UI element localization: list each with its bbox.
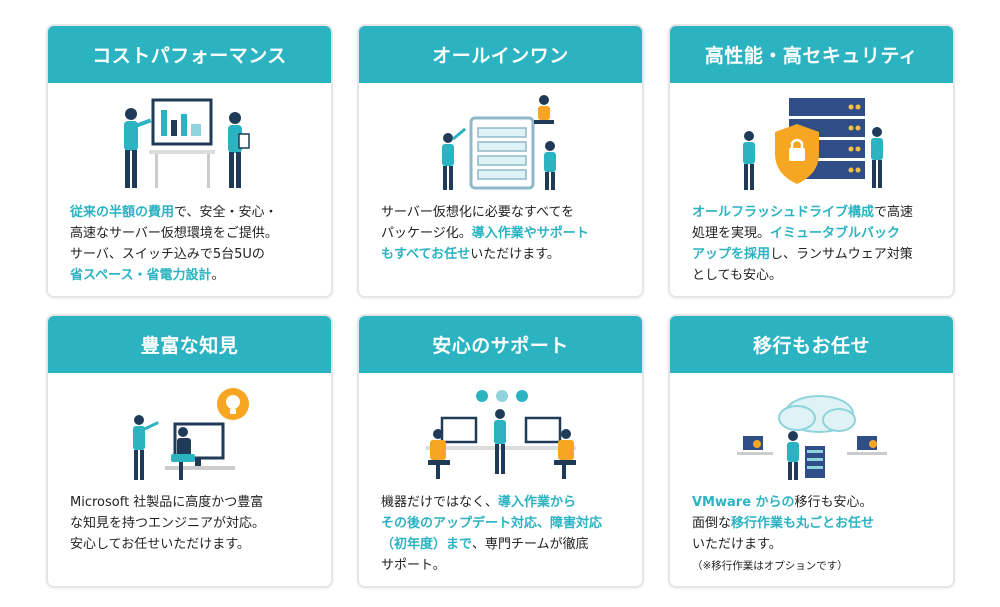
body-text: 面倒な: [692, 516, 732, 531]
card-cost-performance: コストパフォーマンス 従来の半額の費用で、安全・安心・高速なサーバー仮想環境をご…: [46, 24, 333, 298]
body-text: 、専門チームが徹底: [472, 537, 589, 552]
support-team-illustration: [359, 382, 642, 490]
highlight-text: （初年度）まで: [381, 537, 473, 552]
body-text: し、ランサムウェア対策: [770, 247, 913, 262]
body-text: いただけます。: [470, 247, 560, 262]
highlight-text: VMware からの: [692, 495, 795, 510]
body-text: 処理を実現。: [692, 226, 771, 241]
highlight-text: 導入作業やサポート: [471, 226, 589, 241]
body-text: いただけます。: [692, 537, 782, 552]
body-text: Microsoft 社製品に高度かつ豊富: [70, 495, 264, 510]
highlight-text: その後のアップデート対応、障害対応: [381, 516, 603, 531]
engineer-idea-illustration: [48, 382, 331, 490]
card-high-performance-security: 高性能・高セキュリティ オールフラッシュド: [668, 24, 955, 298]
body-text: パッケージ化。: [381, 226, 472, 241]
highlight-text: 移行作業も丸ごとお任せ: [731, 516, 875, 531]
body-text: で高速: [874, 205, 914, 220]
server-shield-illustration: [670, 92, 953, 200]
card-title: 移行もお任せ: [670, 316, 953, 373]
highlight-text: アップを採用: [692, 247, 771, 262]
body-text: な知見を持つエンジニアが対応。: [70, 516, 266, 531]
highlight-text: 省スペース・省電力設計: [70, 268, 212, 283]
card-title: コストパフォーマンス: [48, 26, 331, 83]
card-title: 高性能・高セキュリティ: [670, 26, 953, 83]
card-title: 安心のサポート: [359, 316, 642, 373]
card-support: 安心のサポート 機器だけではなく、導入作業からその後のアップデート対応、障害対応…: [357, 314, 644, 588]
card-all-in-one: オールインワン サーバー仮想化に必要なすべてをパッケージ化。導入作業やサポートも…: [357, 24, 644, 298]
card-description: 機器だけではなく、導入作業からその後のアップデート対応、障害対応 （初年度）まで、…: [381, 492, 628, 576]
body-text: サポート。: [381, 558, 446, 573]
highlight-text: もすべてお任せ: [381, 247, 471, 262]
card-description: サーバー仮想化に必要なすべてをパッケージ化。導入作業やサポートもすべてお任せいた…: [381, 202, 628, 265]
body-text: 機器だけではなく、: [381, 495, 499, 510]
highlight-text: イミュータブルバック: [770, 226, 901, 241]
card-description: VMware からの移行も安心。面倒な移行作業も丸ごとお任せいただけます。 （※移…: [692, 492, 939, 576]
highlight-text: 従来の半額の費用: [70, 205, 175, 220]
cloud-migration-illustration: [670, 382, 953, 490]
highlight-text: 導入作業から: [498, 495, 577, 510]
body-text: 安心してお任せいただけます。: [70, 537, 250, 552]
body-text: サーバ、スイッチ込みで5台5Uの: [70, 247, 265, 262]
card-description: オールフラッシュドライブ構成で高速処理を実現。イミュータブルバックアップを採用し…: [692, 202, 939, 286]
card-description: 従来の半額の費用で、安全・安心・高速なサーバー仮想環境をご提供。サーバ、スイッチ…: [70, 202, 317, 286]
highlight-text: オールフラッシュドライブ構成: [692, 205, 875, 220]
body-text: 移行も安心。: [794, 495, 873, 510]
card-title: 豊富な知見: [48, 316, 331, 373]
body-text: サーバー仮想化に必要なすべてを: [381, 205, 575, 220]
card-description: Microsoft 社製品に高度かつ豊富な知見を持つエンジニアが対応。安心してお…: [70, 492, 317, 555]
body-text: 高速なサーバー仮想環境をご提供。: [70, 226, 278, 241]
presentation-illustration: [48, 92, 331, 200]
body-text: 。: [211, 268, 225, 283]
note-text: （※移行作業はオプションです）: [692, 560, 848, 572]
body-text: としても安心。: [692, 268, 782, 283]
server-team-illustration: [359, 92, 642, 200]
card-title: オールインワン: [359, 26, 642, 83]
body-text: で、安全・安心・: [174, 205, 278, 220]
card-expertise: 豊富な知見 Microsoft 社製品に高度かつ豊富な知見を持つエンジニアが対応…: [46, 314, 333, 588]
card-migration: 移行もお任せ VMware からの移行も安心。面倒な移行作業も丸ごとお任せいただ…: [668, 314, 955, 588]
